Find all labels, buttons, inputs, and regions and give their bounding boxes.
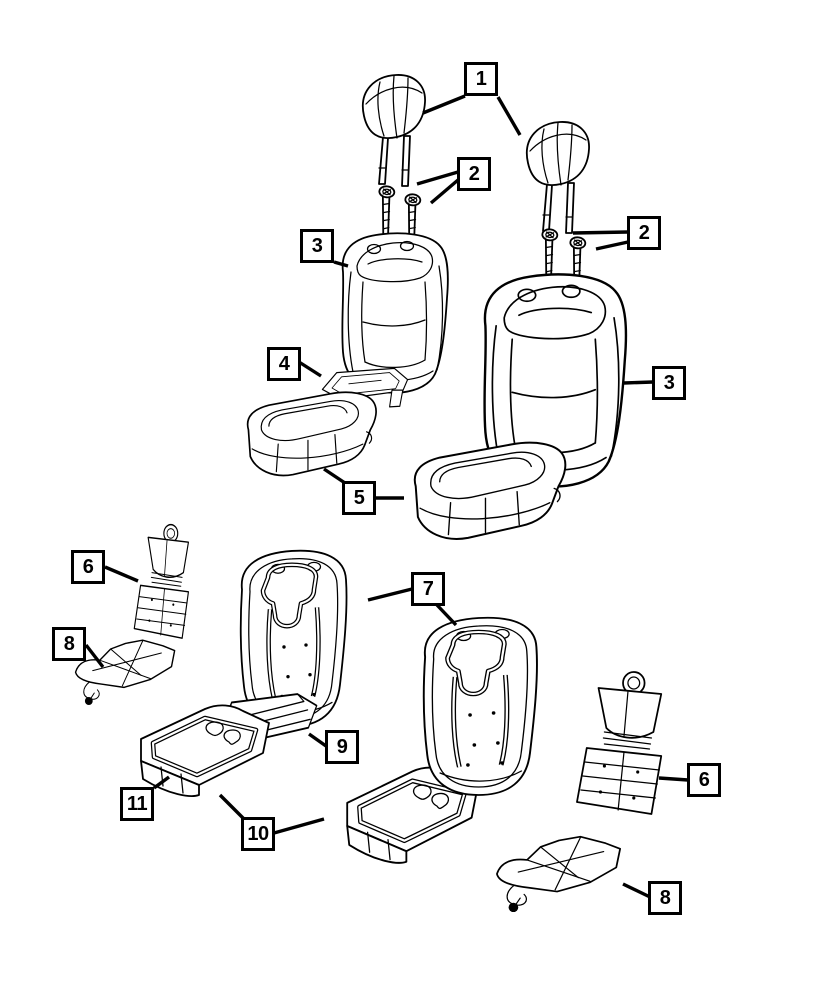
- callout-2b-label: 2: [638, 222, 650, 244]
- callout-6-heater-pad-left[interactable]: 6: [71, 550, 105, 584]
- callout-3-back-cover-left[interactable]: 3: [300, 229, 334, 263]
- callout-10-cushion-foam[interactable]: 10: [241, 817, 275, 851]
- callout-8-cushion-heater-right[interactable]: 8: [648, 881, 682, 915]
- callout-3b-label: 3: [663, 372, 675, 394]
- callout-7-back-foam[interactable]: 7: [411, 572, 445, 606]
- seat-cushion-cover-right-drawing: [413, 441, 567, 540]
- callout-9-label: 9: [336, 736, 348, 758]
- callout-2-screws-right[interactable]: 2: [627, 216, 661, 250]
- callout-4-back-panel[interactable]: 4: [267, 347, 301, 381]
- headrest-screw-1-drawing: [373, 184, 396, 242]
- callout-11-cushion-foam-left[interactable]: 11: [120, 787, 154, 821]
- callout-6b-label: 6: [698, 769, 710, 791]
- callout-1-headrest[interactable]: 1: [464, 62, 498, 96]
- headrest-right-drawing: [525, 121, 590, 234]
- callout-4-label: 4: [278, 353, 290, 375]
- callout-7-label: 7: [422, 578, 434, 600]
- callout-5-label: 5: [353, 487, 365, 509]
- leader-lines: [84, 94, 689, 899]
- callout-6a-label: 6: [82, 556, 94, 578]
- callout-5-cushion-cover[interactable]: 5: [342, 481, 376, 515]
- callout-11-label: 11: [126, 793, 148, 815]
- callout-2-screws-left[interactable]: 2: [457, 157, 491, 191]
- callout-10-label: 10: [247, 823, 269, 845]
- callout-6-heater-pad-right[interactable]: 6: [687, 763, 721, 797]
- seat-cushion-heater-right-drawing: [496, 835, 622, 913]
- seat-back-heater-pad-right-drawing: [576, 671, 663, 815]
- callout-2a-label: 2: [468, 163, 480, 185]
- callout-1-label: 1: [475, 68, 487, 90]
- callout-8a-label: 8: [63, 633, 75, 655]
- callout-8b-label: 8: [659, 887, 671, 909]
- callout-3-back-cover-right[interactable]: 3: [652, 366, 686, 400]
- seat-back-heater-pad-left-drawing: [133, 523, 190, 639]
- callout-3a-label: 3: [311, 235, 323, 257]
- headrest-left-drawing: [361, 74, 426, 187]
- seat-cushion-cover-left-drawing: [246, 391, 377, 477]
- seat-back-foam-right-drawing: [424, 618, 537, 795]
- callout-8-cushion-heater-left[interactable]: 8: [52, 627, 86, 661]
- callout-9-back-board[interactable]: 9: [325, 730, 359, 764]
